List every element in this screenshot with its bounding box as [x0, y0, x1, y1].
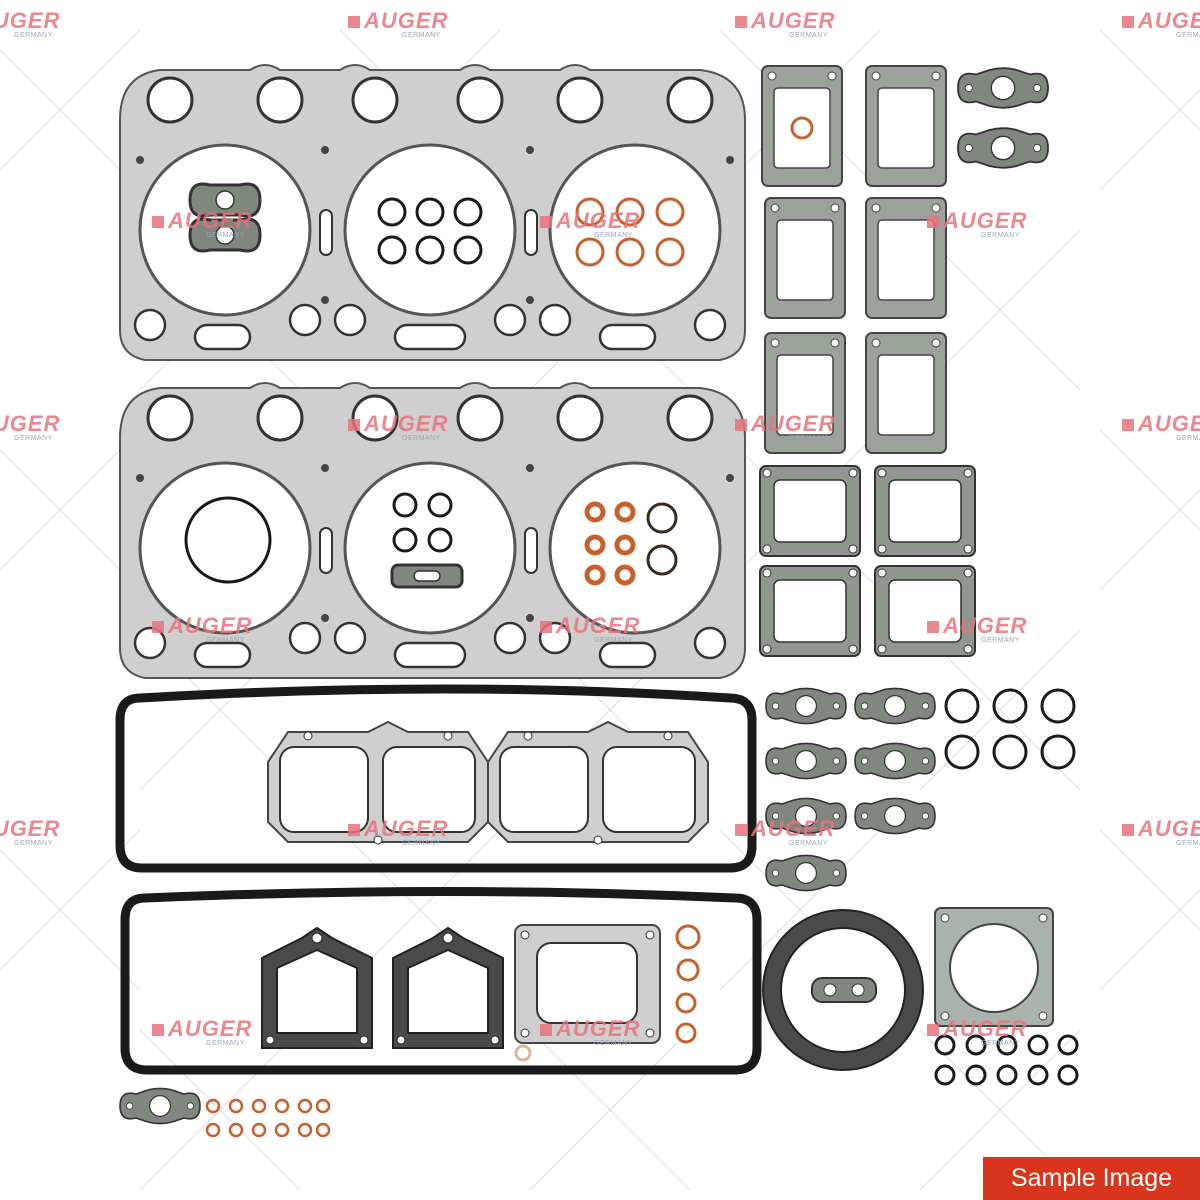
watermark-square-icon: [540, 1024, 552, 1036]
watermark-square-icon: [540, 216, 552, 228]
watermark-square-icon: [735, 824, 747, 836]
watermark-brand: AUGER: [0, 8, 61, 33]
o-rings-bottom: [184, 492, 678, 589]
watermark-square-icon: [348, 824, 360, 836]
watermark-square-icon: [1122, 419, 1134, 431]
watermark-square-icon: [540, 621, 552, 633]
o-rings-top: [188, 182, 685, 267]
watermark-square-icon: [348, 16, 360, 28]
copper-washers: [205, 924, 701, 1138]
watermark-square-icon: [735, 16, 747, 28]
watermark-square-icon: [152, 621, 164, 633]
watermark-square-icon: [152, 1024, 164, 1036]
manifold-gaskets: [267, 721, 709, 845]
watermark-square-icon: [1122, 16, 1134, 28]
paper-gaskets: [761, 65, 947, 454]
sample-image-badge: Sample Image: [983, 1157, 1200, 1200]
watermark-square-icon: [927, 216, 939, 228]
rubber-o-rings: [934, 688, 1079, 1086]
watermark-square-icon: [152, 216, 164, 228]
watermark-square-icon: [1122, 824, 1134, 836]
exhaust-port-gaskets: [261, 924, 661, 1049]
watermark-square-icon: [927, 621, 939, 633]
watermark-square-icon: [927, 1024, 939, 1036]
watermark-square-icon: [735, 419, 747, 431]
round-turbo-gasket: [762, 909, 924, 1071]
watermark-square-icon: [348, 419, 360, 431]
valve-cover-seals: [115, 684, 762, 1075]
square-round-gasket: [934, 907, 1054, 1027]
flange-gaskets-top: [957, 67, 1049, 169]
